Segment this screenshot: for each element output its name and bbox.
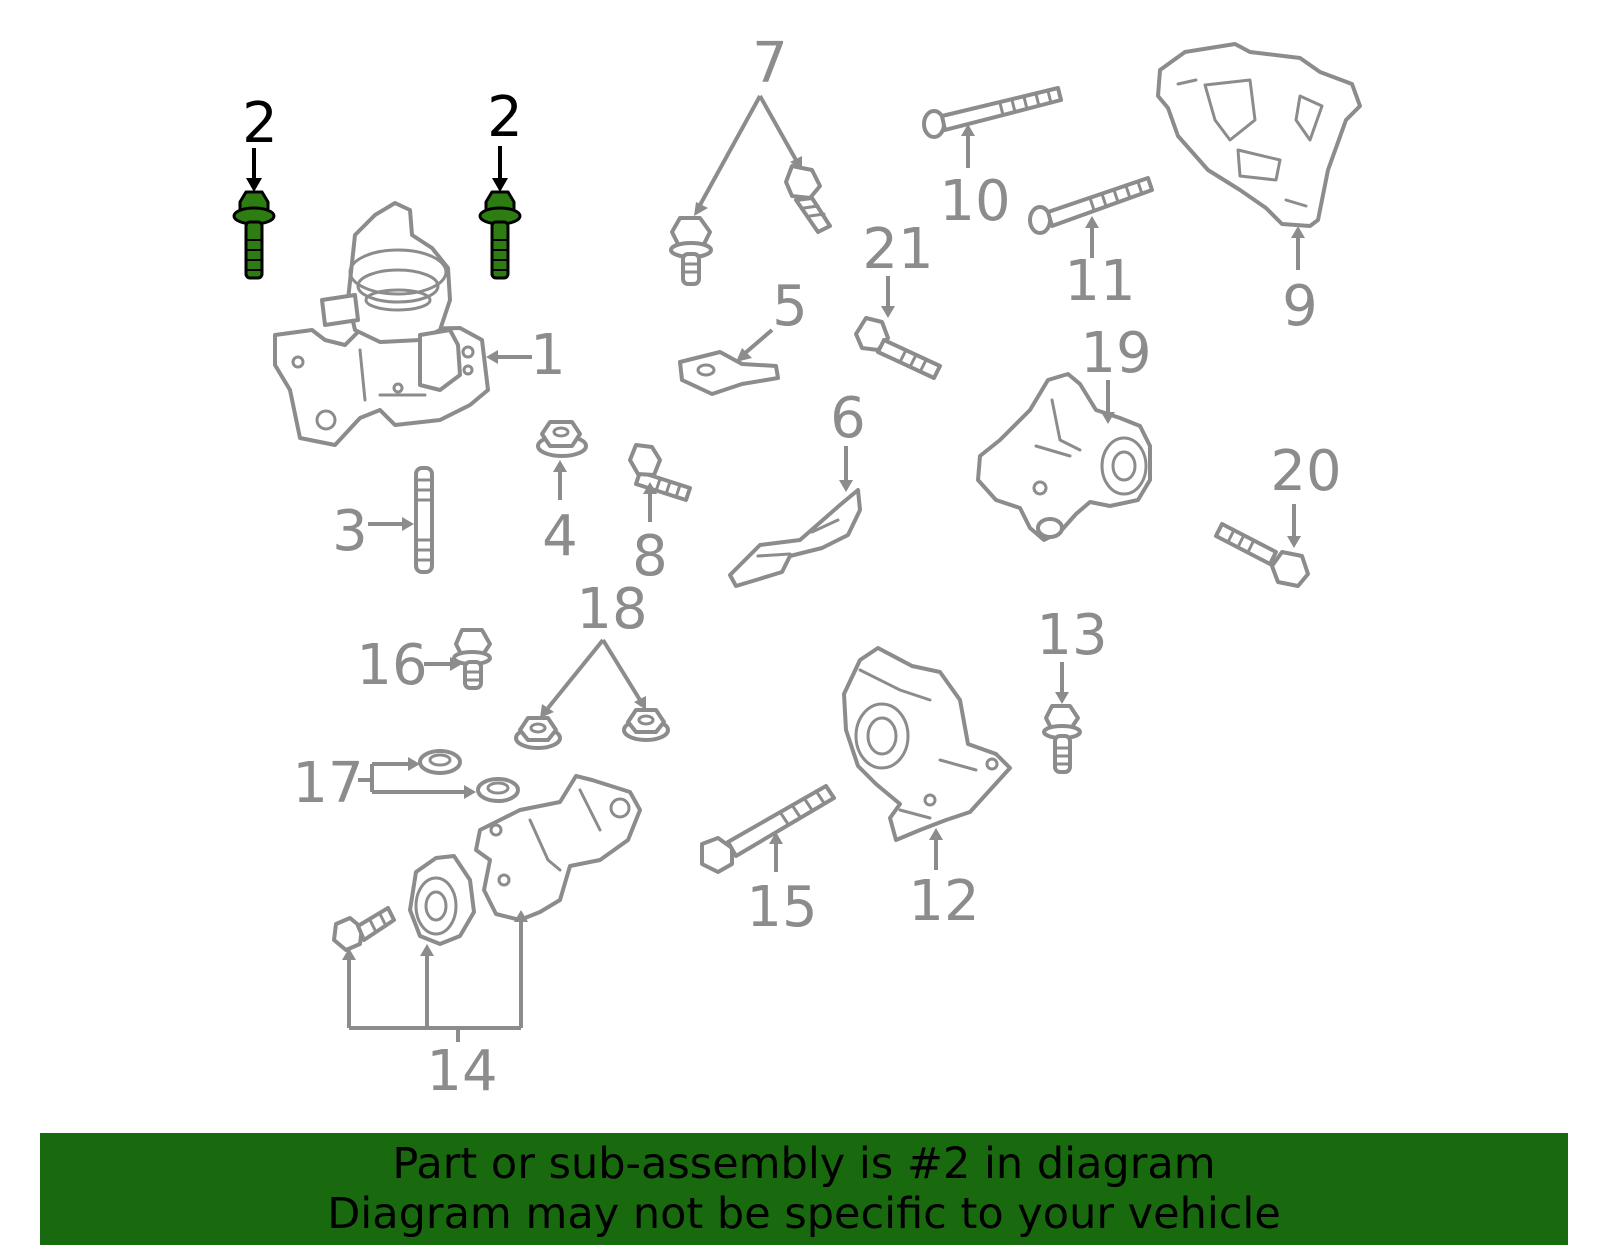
banner-line-1: Part or sub-assembly is #2 in diagram [392,1139,1216,1189]
leader-13 [1055,662,1069,704]
leader-18 [540,638,646,718]
part-20-bolt[interactable] [1214,522,1310,588]
banner-line-2: Diagram may not be specific to your vehi… [327,1189,1281,1239]
leader-15 [769,832,783,872]
leader-20 [1287,504,1301,548]
callout-11[interactable]: 11 [1064,249,1135,314]
part-13-bolt[interactable] [1042,704,1082,774]
part-14-bushing[interactable] [408,854,476,946]
part-16-bolt[interactable] [452,628,492,690]
callout-17[interactable]: 17 [292,751,363,816]
leader-12 [929,828,943,870]
callout-5[interactable]: 5 [772,274,808,339]
part-3-stud[interactable] [414,466,434,574]
part-5-bracket[interactable] [678,350,780,396]
callout-7[interactable]: 7 [752,31,788,96]
leader-11 [1085,216,1099,258]
callout-12[interactable]: 12 [908,869,979,934]
part-14-bracket[interactable] [474,774,642,922]
part-15-bolt[interactable] [700,784,836,874]
callout-20[interactable]: 20 [1270,439,1341,504]
callout-16[interactable]: 16 [356,633,427,698]
callout-19[interactable]: 19 [1080,321,1151,386]
leader-2-right [492,146,508,192]
callout-2-left[interactable]: 2 [242,91,278,156]
part-17-washer-bottom[interactable] [476,777,520,803]
part-7-bolt-left[interactable] [669,216,713,286]
part-14-bolt[interactable] [332,906,396,952]
highlighted-bolt-2-right[interactable] [478,190,522,280]
callout-6[interactable]: 6 [830,386,866,451]
leader-21 [881,276,895,318]
leader-4 [553,460,567,500]
leader-9 [1291,226,1305,270]
callout-8[interactable]: 8 [632,524,668,589]
leader-19 [1101,380,1115,424]
leader-8 [643,482,657,522]
callout-9[interactable]: 9 [1282,274,1318,339]
part-17-washer-top[interactable] [418,749,462,775]
leader-10 [961,124,975,168]
leader-3 [368,517,414,531]
part-10-bolt[interactable] [922,86,1063,139]
callout-14[interactable]: 14 [426,1039,497,1104]
leader-16 [424,657,462,671]
part-6-shield[interactable] [728,488,862,588]
callout-18[interactable]: 18 [576,577,647,642]
part-11-bolt[interactable] [1028,176,1154,235]
part-19-mount[interactable] [976,372,1152,542]
leader-17 [358,757,476,799]
highlighted-bolt-2-left[interactable] [232,190,276,280]
part-18-nut-right[interactable] [622,708,670,742]
part-12-mount[interactable] [842,646,1012,842]
callout-1[interactable]: 1 [530,323,566,388]
part-18-nut-left[interactable] [514,716,562,750]
callout-2-right[interactable]: 2 [487,85,523,150]
callout-10[interactable]: 10 [939,169,1010,234]
leader-7 [694,95,802,216]
leader-2-left [246,148,262,192]
leader-1 [486,350,532,364]
info-banner: Part or sub-assembly is #2 in diagram Di… [40,1133,1568,1245]
leader-6 [839,446,853,492]
callout-13[interactable]: 13 [1036,603,1107,668]
part-21-bolt[interactable] [854,316,942,380]
part-1-engine-mount[interactable] [273,201,490,447]
part-7-bolt-right[interactable] [784,164,832,234]
leader-5 [736,328,774,362]
callout-15[interactable]: 15 [746,875,817,940]
callout-4[interactable]: 4 [542,504,578,569]
leader-14 [342,910,528,1042]
callout-3[interactable]: 3 [332,499,368,564]
callout-21[interactable]: 21 [862,217,933,282]
part-4-nut[interactable] [536,420,588,458]
part-9-bracket[interactable] [1156,42,1362,228]
part-8-bolt[interactable] [628,443,692,502]
